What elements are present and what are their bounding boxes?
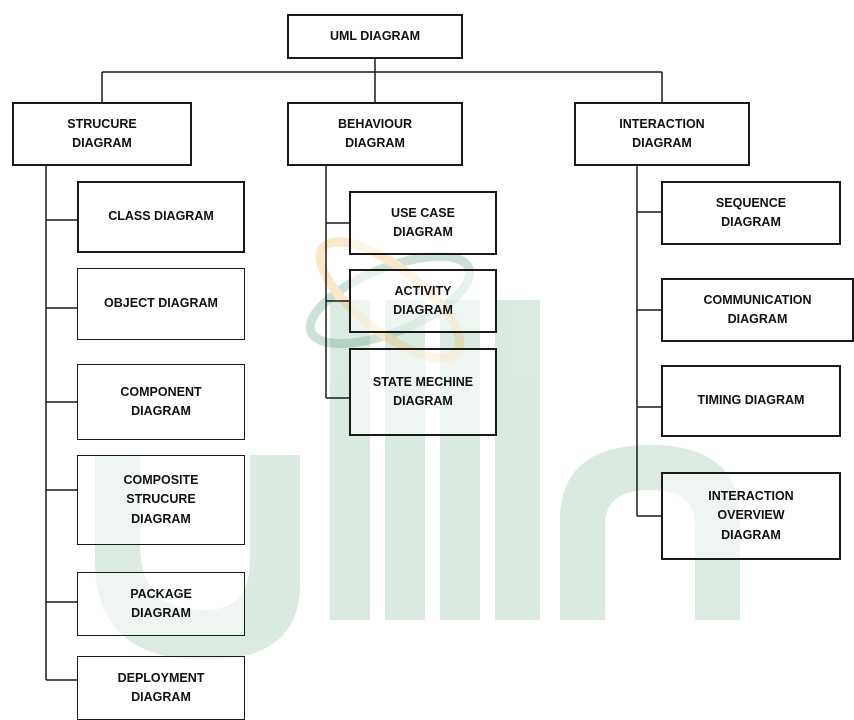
- category-structure: STRUCURE DIAGRAM: [12, 102, 192, 166]
- node-structure-5: PACKAGE DIAGRAM: [77, 572, 245, 636]
- node-structure-1-label: CLASS DIAGRAM: [108, 209, 214, 224]
- category-structure-label: STRUCURE DIAGRAM: [67, 116, 137, 150]
- node-structure-2: OBJECT DIAGRAM: [77, 268, 245, 340]
- node-interaction-4: INTERACTION OVERVIEW DIAGRAM: [661, 472, 841, 560]
- node-interaction-2-label: COMMUNICATION DIAGRAM: [703, 292, 812, 326]
- node-interaction-1-label: SEQUENCE DIAGRAM: [715, 195, 787, 229]
- root-node: UML DIAGRAM: [287, 14, 463, 59]
- node-structure-2-label: OBJECT DIAGRAM: [104, 296, 218, 311]
- node-interaction-3-label: TIMING DIAGRAM: [697, 393, 805, 408]
- node-structure-6: DEPLOYMENT DIAGRAM: [77, 656, 245, 720]
- node-structure-6-label: DEPLOYMENT DIAGRAM: [117, 670, 205, 704]
- node-behaviour-1: USE CASE DIAGRAM: [349, 191, 497, 255]
- node-structure-3: COMPONENT DIAGRAM: [77, 364, 245, 440]
- node-structure-1: CLASS DIAGRAM: [77, 181, 245, 253]
- node-interaction-3: TIMING DIAGRAM: [661, 365, 841, 437]
- node-behaviour-1-label: USE CASE DIAGRAM: [391, 205, 455, 239]
- node-structure-4-label: COMPOSITE STRUCURE DIAGRAM: [123, 472, 199, 526]
- category-interaction-label: INTERACTION DIAGRAM: [619, 116, 705, 150]
- node-structure-3-label: COMPONENT DIAGRAM: [120, 384, 202, 418]
- node-interaction-2: COMMUNICATION DIAGRAM: [661, 278, 854, 342]
- category-behaviour-label: BEHAVIOUR DIAGRAM: [337, 116, 413, 150]
- category-behaviour: BEHAVIOUR DIAGRAM: [287, 102, 463, 166]
- node-structure-4: COMPOSITE STRUCURE DIAGRAM: [77, 455, 245, 545]
- node-behaviour-2: ACTIVITY DIAGRAM: [349, 269, 497, 333]
- root-node-label: UML DIAGRAM: [329, 28, 421, 43]
- node-interaction-4-label: INTERACTION OVERVIEW DIAGRAM: [708, 488, 794, 542]
- node-behaviour-3-label: STATE MECHINE DIAGRAM: [372, 374, 474, 408]
- node-interaction-1: SEQUENCE DIAGRAM: [661, 181, 841, 245]
- category-interaction: INTERACTION DIAGRAM: [574, 102, 750, 166]
- node-structure-5-label: PACKAGE DIAGRAM: [130, 586, 192, 620]
- node-behaviour-3: STATE MECHINE DIAGRAM: [349, 348, 497, 436]
- node-behaviour-2-label: ACTIVITY DIAGRAM: [393, 283, 453, 317]
